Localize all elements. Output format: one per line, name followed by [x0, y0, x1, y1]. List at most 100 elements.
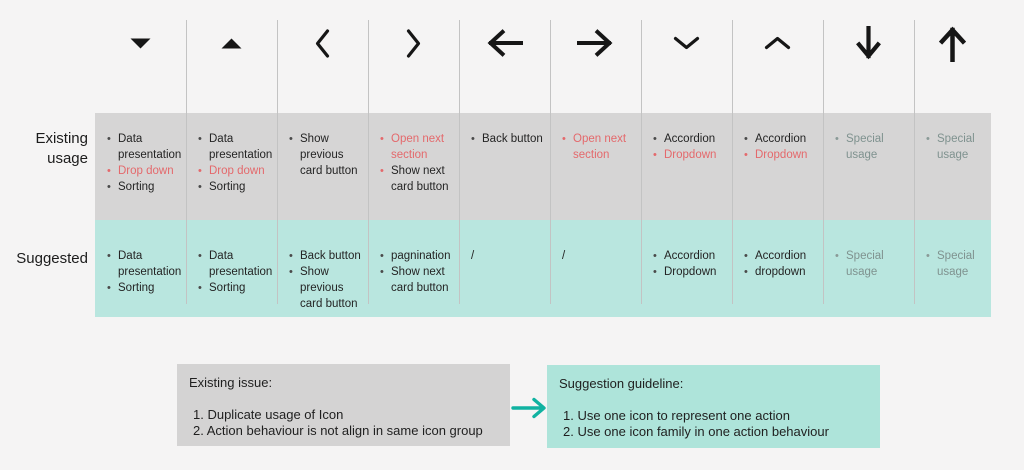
suggestion-guideline-item: 1. Use one icon to represent one action: [563, 408, 790, 423]
icon-zone: [368, 20, 459, 113]
existing-usage-cell: •Special usage: [914, 113, 991, 220]
usage-list-item: •Special usage: [835, 131, 908, 163]
usage-list-item: • Sorting: [107, 179, 180, 195]
usage-list-item: •pagnination: [380, 248, 453, 264]
arrow-right-icon: [577, 20, 614, 66]
usage-item-text: Special usage: [846, 250, 884, 278]
table-column-chevron-up: •Accordion•Dropdown•Accordion•dropdown: [732, 20, 823, 317]
usage-item-text: Back button: [300, 250, 361, 262]
usage-item-text: Accordion: [755, 133, 807, 145]
usage-item-text: Sorting: [118, 181, 155, 193]
usage-item-text: Sorting: [209, 282, 246, 294]
existing-usage-cell: •Special usage: [823, 113, 914, 220]
usage-list-item: •Accordion: [653, 131, 726, 147]
usage-list-item: •Show previous card button: [289, 131, 362, 179]
bullet-icon: •: [835, 250, 839, 262]
bullet-icon: •: [653, 133, 657, 145]
usage-list-item: /: [471, 248, 544, 264]
chevron-left-icon: [313, 20, 332, 66]
usage-list-item: •Dropdown: [653, 264, 726, 280]
bullet-icon: •: [653, 250, 657, 262]
usage-list-item: •Show next card button: [380, 264, 453, 296]
suggestion-guideline-item: 2. Use one icon family in one action beh…: [563, 424, 829, 439]
bullet-icon: •: [653, 149, 657, 161]
table-column-arrow-left: •Back button /: [459, 20, 550, 317]
usage-item-text: Drop down: [209, 165, 265, 177]
arrow-up-icon: [939, 20, 966, 66]
usage-list-item: •Back button: [289, 248, 362, 264]
usage-item-text: Sorting: [209, 181, 246, 193]
icon-zone: [186, 20, 277, 113]
table-column-chevron-left: •Show previous card button•Back button•S…: [277, 20, 368, 317]
table-column-caret-up: •Data presentation•Drop down•Sorting•Dat…: [186, 20, 277, 317]
usage-list-item: •Sorting: [198, 280, 271, 296]
suggested-usage-cell: •Accordion•Dropdown: [641, 220, 732, 317]
suggestion-guideline-title: Suggestion guideline:: [559, 376, 684, 391]
icon-zone: [732, 20, 823, 113]
bullet-icon: •: [926, 133, 930, 145]
column-divider-line: [186, 20, 187, 304]
usage-item-text: Data presentation: [118, 250, 182, 278]
usage-item-text: Drop down: [118, 165, 174, 177]
existing-usage-cell: •Data presentation • Drop down •Sorting: [186, 113, 277, 220]
usage-list-item: •Data presentation: [107, 248, 182, 280]
existing-usage-cell: •Open next section • Show next card button: [368, 113, 459, 220]
icon-usage-table: •Data presentation•Drop down•Sorting•Dat…: [95, 20, 991, 317]
existing-usage-cell: •Back button: [459, 113, 550, 220]
bullet-icon: •: [198, 250, 202, 262]
flow-arrow-icon: [511, 397, 546, 419]
usage-list-item: •Dropdown: [653, 147, 726, 163]
existing-usage-row-background: [95, 113, 991, 220]
usage-list-item: •dropdown: [744, 264, 817, 280]
existing-usage-cell: •Accordion•Dropdown: [732, 113, 823, 220]
bullet-icon: •: [471, 133, 475, 145]
suggested-usage-cell: /: [459, 220, 550, 317]
suggested-usage-cell: •Accordion•dropdown: [732, 220, 823, 317]
usage-list-item: •Special usage: [926, 131, 985, 163]
usage-item-text: Sorting: [118, 282, 155, 294]
suggested-row-label: Suggested: [16, 250, 88, 267]
bullet-icon: •: [380, 266, 384, 278]
usage-list-item: •Back button: [471, 131, 544, 147]
usage-item-text: Special usage: [937, 250, 975, 278]
bullet-icon: •: [107, 133, 111, 145]
usage-list-item: •Sorting: [107, 280, 180, 296]
usage-item-text: pagnination: [391, 250, 451, 262]
usage-item-text: Dropdown: [755, 149, 808, 161]
usage-item-text: Show next card button: [391, 165, 449, 193]
bullet-icon: •: [744, 133, 748, 145]
usage-list-item: •Special usage: [926, 248, 985, 280]
usage-item-text: Data presentation: [209, 250, 273, 278]
chevron-right-icon: [404, 20, 423, 66]
table-column-arrow-down: •Special usage•Special usage: [823, 20, 914, 317]
bullet-icon: •: [289, 266, 293, 278]
bullet-icon: •: [107, 181, 111, 193]
bullet-icon: •: [198, 165, 202, 177]
usage-item-text: dropdown: [755, 266, 806, 278]
bullet-icon: •: [744, 250, 748, 262]
suggested-usage-cell: • Special usage: [823, 220, 914, 317]
suggested-usage-cell: •Back button•Show previous card button: [277, 220, 368, 317]
table-column-chevron-down: •Accordion•Dropdown•Accordion•Dropdown: [641, 20, 732, 317]
icon-zone: [641, 20, 732, 113]
usage-list-item: •Data presentation: [198, 131, 272, 163]
usage-list-item: •Open next section: [562, 131, 635, 163]
table-column-chevron-right: •Open next section•Show next card button…: [368, 20, 459, 317]
suggested-usage-cell: •Data presentation•Sorting: [95, 220, 186, 317]
bullet-icon: •: [107, 165, 111, 177]
bullet-icon: •: [835, 133, 839, 145]
table-column-arrow-up: •Special usage•Special usage: [914, 20, 991, 317]
usage-list-item: •Show previous card button: [289, 264, 362, 312]
usage-list-item: •Sorting: [198, 179, 271, 195]
bullet-icon: •: [653, 266, 657, 278]
arrow-down-icon: [856, 20, 881, 66]
usage-item-text: Data presentation: [118, 133, 182, 161]
usage-list-item: • Drop down: [107, 163, 180, 179]
bullet-icon: •: [380, 165, 384, 177]
column-divider-line: [732, 20, 733, 304]
usage-list-item: •Open next section: [380, 131, 453, 163]
existing-usage-cell: •Accordion•Dropdown: [641, 113, 732, 220]
column-divider-line: [459, 20, 460, 304]
usage-list-item: • Data presentation: [107, 131, 182, 163]
icon-zone: [459, 20, 550, 113]
